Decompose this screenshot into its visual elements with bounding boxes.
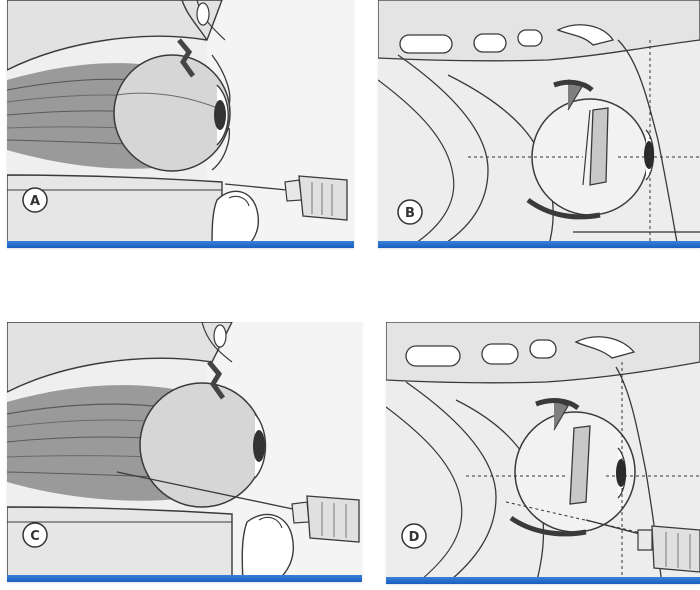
panel-d-bar xyxy=(386,577,700,584)
panel-label-a: A xyxy=(23,188,47,212)
svg-text:C: C xyxy=(30,529,40,544)
panel-c-illustration: C xyxy=(7,322,362,582)
panel-d-illustration: D xyxy=(386,322,700,584)
upper-eyelid-bone xyxy=(197,3,209,25)
panel-label-c: C xyxy=(23,523,47,547)
finger xyxy=(212,191,258,248)
panel-b: B xyxy=(378,0,700,248)
finger xyxy=(242,514,293,582)
panel-a: A xyxy=(7,0,354,248)
iris xyxy=(214,100,226,130)
svg-text:B: B xyxy=(405,206,415,221)
eyeball xyxy=(140,383,264,507)
panel-b-bar xyxy=(378,241,700,248)
panel-label-b: B xyxy=(398,200,422,224)
panel-b-illustration: B xyxy=(378,0,700,248)
svg-text:D: D xyxy=(409,530,420,545)
panel-a-illustration: A xyxy=(7,0,354,248)
panel-d: D xyxy=(386,322,700,584)
svg-text:A: A xyxy=(30,194,40,209)
panel-a-bar xyxy=(7,241,354,248)
panel-c: C xyxy=(7,322,362,582)
eyeball xyxy=(114,55,230,171)
optic-nerve xyxy=(570,426,590,504)
panel-label-d: D xyxy=(402,524,426,548)
iris xyxy=(253,430,265,462)
optic-nerve xyxy=(590,108,608,185)
panel-c-bar xyxy=(7,575,362,582)
